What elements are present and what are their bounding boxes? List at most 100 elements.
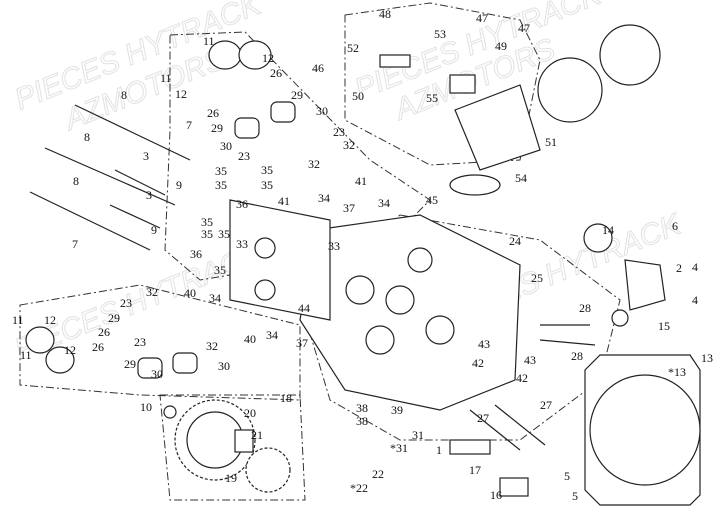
- callout-28: 28: [579, 301, 591, 315]
- callout-44: 44: [298, 301, 310, 315]
- asterisk-marker: *22: [350, 481, 368, 495]
- throttle-group-outline: [344, 2, 541, 166]
- callout-43: 43: [478, 337, 490, 351]
- callout-4: 4: [692, 293, 698, 307]
- callout-6: 6: [672, 219, 678, 233]
- throttle-body-housing: [599, 24, 661, 86]
- cylinder-head-body: [299, 214, 521, 411]
- valve-spring: [137, 357, 163, 379]
- gasket: [584, 354, 701, 506]
- cam-bore: [254, 279, 276, 301]
- callout-3: 3: [146, 188, 152, 202]
- callout-41: 41: [278, 194, 290, 208]
- stud-bolt: [74, 104, 191, 161]
- asterisk-marker: *13: [668, 365, 686, 379]
- callout-8: 8: [121, 88, 127, 102]
- water-pump: [583, 223, 666, 327]
- callouts: 1111122612262929303023233232888773399353…: [12, 7, 713, 503]
- callout-23: 23: [120, 296, 132, 310]
- cam-bore: [254, 237, 276, 259]
- callout-11: 11: [20, 348, 32, 362]
- intake-clamp: [537, 57, 603, 123]
- valve-port: [345, 275, 375, 305]
- callout-1: 1: [436, 443, 442, 457]
- callout-15: 15: [658, 319, 670, 333]
- callout-11: 11: [12, 313, 24, 327]
- callout-32: 32: [206, 339, 218, 353]
- callout-38: 38: [356, 401, 368, 415]
- callout-10: 10: [140, 400, 152, 414]
- plug: [611, 309, 629, 327]
- callout-35: 35: [261, 178, 273, 192]
- callout-13: 13: [701, 351, 713, 365]
- thermostat-housing: [624, 259, 666, 311]
- callout-26: 26: [92, 340, 104, 354]
- intake-manifold: [454, 84, 541, 171]
- callout-30: 30: [218, 359, 230, 373]
- callout-17: 17: [469, 463, 481, 477]
- callout-37: 37: [343, 201, 355, 215]
- callout-26: 26: [207, 106, 219, 120]
- valve-spring: [172, 352, 198, 374]
- callout-7: 7: [186, 118, 192, 132]
- callout-23: 23: [333, 125, 345, 139]
- callout-54: 54: [515, 171, 527, 185]
- gears: [163, 399, 291, 493]
- callout-42: 42: [472, 356, 484, 370]
- callout-35: 35: [214, 263, 226, 277]
- bolt: [114, 169, 166, 196]
- callout-34: 34: [318, 191, 330, 205]
- stud-bolt: [44, 147, 176, 206]
- callout-42: 42: [516, 371, 528, 385]
- gasket-bore: [589, 374, 701, 486]
- callout-52: 52: [347, 41, 359, 55]
- callout-30: 30: [316, 104, 328, 118]
- callout-26: 26: [270, 66, 282, 80]
- callout-35: 35: [218, 227, 230, 241]
- callout-8: 8: [73, 174, 79, 188]
- callout-40: 40: [184, 286, 196, 300]
- callout-50: 50: [352, 89, 364, 103]
- callout-3: 3: [143, 149, 149, 163]
- callout-29: 29: [211, 121, 223, 135]
- callout-21: 21: [251, 428, 263, 442]
- valve: [539, 339, 596, 346]
- callout-12: 12: [44, 313, 56, 327]
- o-ring: [449, 174, 501, 196]
- callout-36: 36: [190, 247, 202, 261]
- callout-23: 23: [134, 335, 146, 349]
- callout-14: 14: [602, 223, 614, 237]
- valve-spring: [270, 101, 296, 123]
- callout-32: 32: [308, 157, 320, 171]
- callout-9: 9: [151, 223, 157, 237]
- callout-11: 11: [203, 34, 215, 48]
- callout-27: 27: [477, 411, 489, 425]
- callout-40: 40: [244, 332, 256, 346]
- callout-47: 47: [476, 11, 488, 25]
- callout-29: 29: [291, 88, 303, 102]
- callout-43: 43: [524, 353, 536, 367]
- callout-35: 35: [215, 178, 227, 192]
- callout-12: 12: [64, 343, 76, 357]
- sensor: [449, 74, 476, 94]
- valve-bucket: [45, 346, 75, 374]
- throttle-body: [379, 24, 661, 196]
- callout-5: 5: [564, 469, 570, 483]
- tensioner: [449, 439, 491, 455]
- valve-bucket: [25, 326, 55, 354]
- callout-33: 33: [328, 239, 340, 253]
- camshaft-carrier: [229, 199, 331, 321]
- callout-34: 34: [266, 328, 278, 342]
- callout-47: 47: [518, 21, 530, 35]
- callout-5: 5: [572, 489, 578, 503]
- valve-port: [385, 285, 415, 315]
- callout-33: 33: [236, 237, 248, 251]
- callout-4: 4: [692, 260, 698, 274]
- callout-34: 34: [378, 196, 390, 210]
- callout-11: 11: [160, 71, 172, 85]
- callout-24: 24: [509, 234, 521, 248]
- valve-spring: [234, 117, 260, 139]
- shaft: [234, 429, 254, 453]
- valve-port: [425, 315, 455, 345]
- callout-20: 20: [244, 406, 256, 420]
